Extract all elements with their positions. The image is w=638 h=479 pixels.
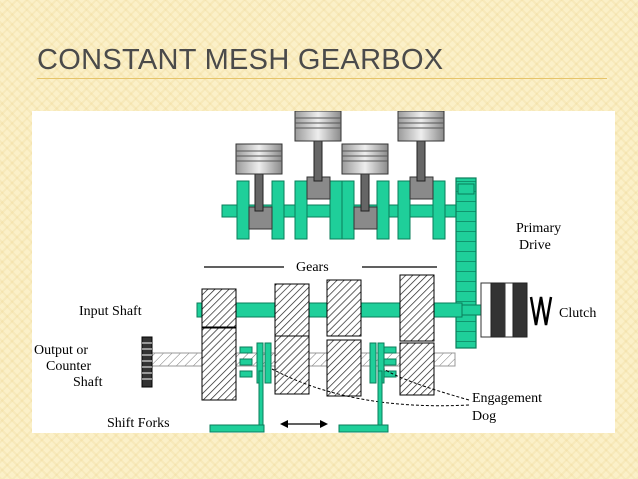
output-gear-2: [274, 335, 310, 395]
engagement-dog-2: [369, 342, 397, 384]
clutch: [480, 282, 553, 338]
gearbox-diagram: Primary Drive Gears Input Shaft Clutch O…: [32, 111, 615, 433]
output-shaft-gear: [141, 336, 153, 388]
slide-title: CONSTANT MESH GEARBOX: [37, 44, 444, 76]
primary-drive-label-line2: Drive: [519, 238, 551, 253]
gears-label: Gears: [296, 260, 329, 275]
output-gear-1: [201, 327, 237, 401]
title-divider: [37, 78, 607, 79]
input-gear-2: [274, 283, 310, 337]
engagement-dog-label-line2: Dog: [472, 409, 496, 424]
shift-forks-label: Shift Forks: [107, 416, 170, 431]
shift-fork-2: [338, 370, 389, 433]
piston-2: [294, 111, 342, 182]
output-shaft-label-line1: Output or: [34, 343, 88, 358]
clutch-label: Clutch: [559, 306, 596, 321]
output-shaft-label-line3: Shaft: [73, 375, 103, 390]
piston-4: [397, 111, 445, 182]
primary-drive: [455, 177, 477, 349]
input-gear-3: [326, 279, 362, 337]
engine-crankshaft: [221, 176, 463, 240]
engagement-dog-label-line1: Engagement: [472, 391, 542, 406]
piston-3: [341, 143, 389, 212]
shift-direction-arrow: [280, 420, 328, 428]
input-shaft-label: Input Shaft: [79, 304, 142, 319]
engagement-pointer-1: [383, 368, 470, 401]
output-gear-3: [326, 339, 362, 397]
engagement-dog-1: [239, 342, 272, 384]
input-gear-4: [399, 274, 435, 342]
input-gear-1: [201, 288, 237, 328]
piston-1: [235, 143, 283, 212]
engagement-pointer-2: [271, 368, 470, 407]
primary-drive-label-line1: Primary: [516, 221, 561, 236]
input-shaft-end: [461, 304, 483, 316]
output-gear-4: [399, 342, 435, 396]
shift-fork-1: [209, 370, 265, 433]
output-shaft-label-line2: Counter: [46, 359, 91, 374]
